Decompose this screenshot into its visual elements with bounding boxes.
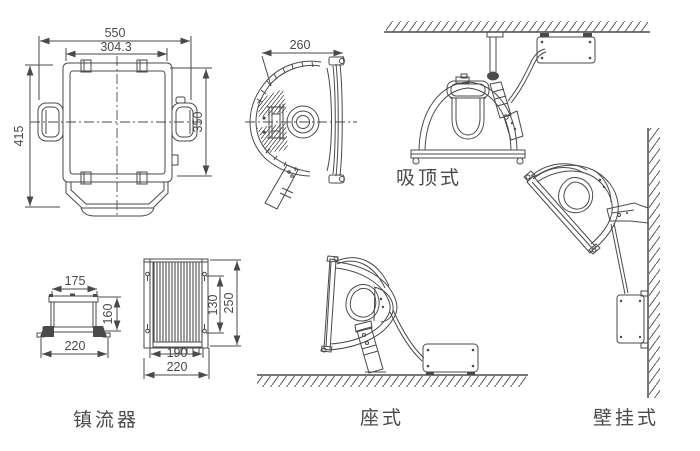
front-glass [328, 56, 345, 184]
reflector-housing [249, 60, 332, 177]
floodlight-side-view: 260 [245, 38, 357, 210]
heatsink-fins [152, 261, 203, 343]
wall-mount-label: 壁挂式 [593, 407, 659, 429]
dim-ballast-front-base: 220 [65, 339, 86, 353]
wall-mount-view: 壁挂式 [523, 128, 660, 429]
dim-overall-height: 415 [12, 126, 26, 147]
dim-inner-width: 304.3 [100, 40, 131, 54]
ground-cable [389, 309, 425, 362]
ballast-front-view: 175 160 220 [36, 274, 121, 358]
dim-ballast-side-base: 220 [167, 360, 188, 374]
mounting-stem [264, 164, 299, 210]
ground-mount-view: 座式 [257, 255, 528, 429]
ceiling-mount-view: 吸顶式 [384, 21, 650, 189]
dim-ballast-top-width: 175 [65, 274, 86, 288]
floodlight-down [410, 73, 526, 165]
ballast-side-view: 130 250 190 220 镇流器 [73, 258, 241, 431]
dim-ballast-hole-spacing: 130 [206, 295, 220, 316]
wall-ballast-box [616, 290, 649, 349]
floodlight-wall-tilted [523, 163, 619, 255]
front-body-outline [62, 62, 173, 183]
ballast-front-body [36, 293, 111, 338]
ceiling-cable [507, 48, 547, 104]
lamp-bracket [262, 104, 285, 140]
dim-ballast-front-height: 160 [101, 304, 115, 325]
wall-mount-arm [606, 202, 649, 224]
ceiling-stem [486, 31, 504, 81]
ballast-heatsink [143, 258, 209, 355]
dim-overall-width: 550 [105, 26, 126, 40]
ceiling-hatch [386, 21, 648, 32]
dim-ballast-side-height: 250 [222, 293, 236, 314]
ceiling-mount-label: 吸顶式 [396, 167, 462, 189]
front-inner-frame [69, 70, 166, 175]
mounting-bracket [65, 182, 169, 217]
dim-ballast-inner-width: 190 [167, 346, 188, 360]
dim-depth: 260 [290, 38, 311, 52]
ground-mount-label: 座式 [360, 407, 404, 429]
ballast-label: 镇流器 [73, 409, 139, 431]
glass-clips [80, 59, 148, 185]
ceiling-ballast-box [536, 33, 596, 64]
wall-cable [610, 222, 629, 295]
ground-ballast-box [422, 343, 479, 375]
right-handle [171, 96, 198, 142]
adjustment-arm [489, 81, 524, 141]
floodlight-front-view: 550 304.3 415 350 [12, 26, 212, 218]
side-latch [171, 154, 179, 166]
wall-hatch [649, 128, 660, 398]
floodlight-tilted [320, 255, 398, 374]
ground-hatch [257, 376, 526, 387]
